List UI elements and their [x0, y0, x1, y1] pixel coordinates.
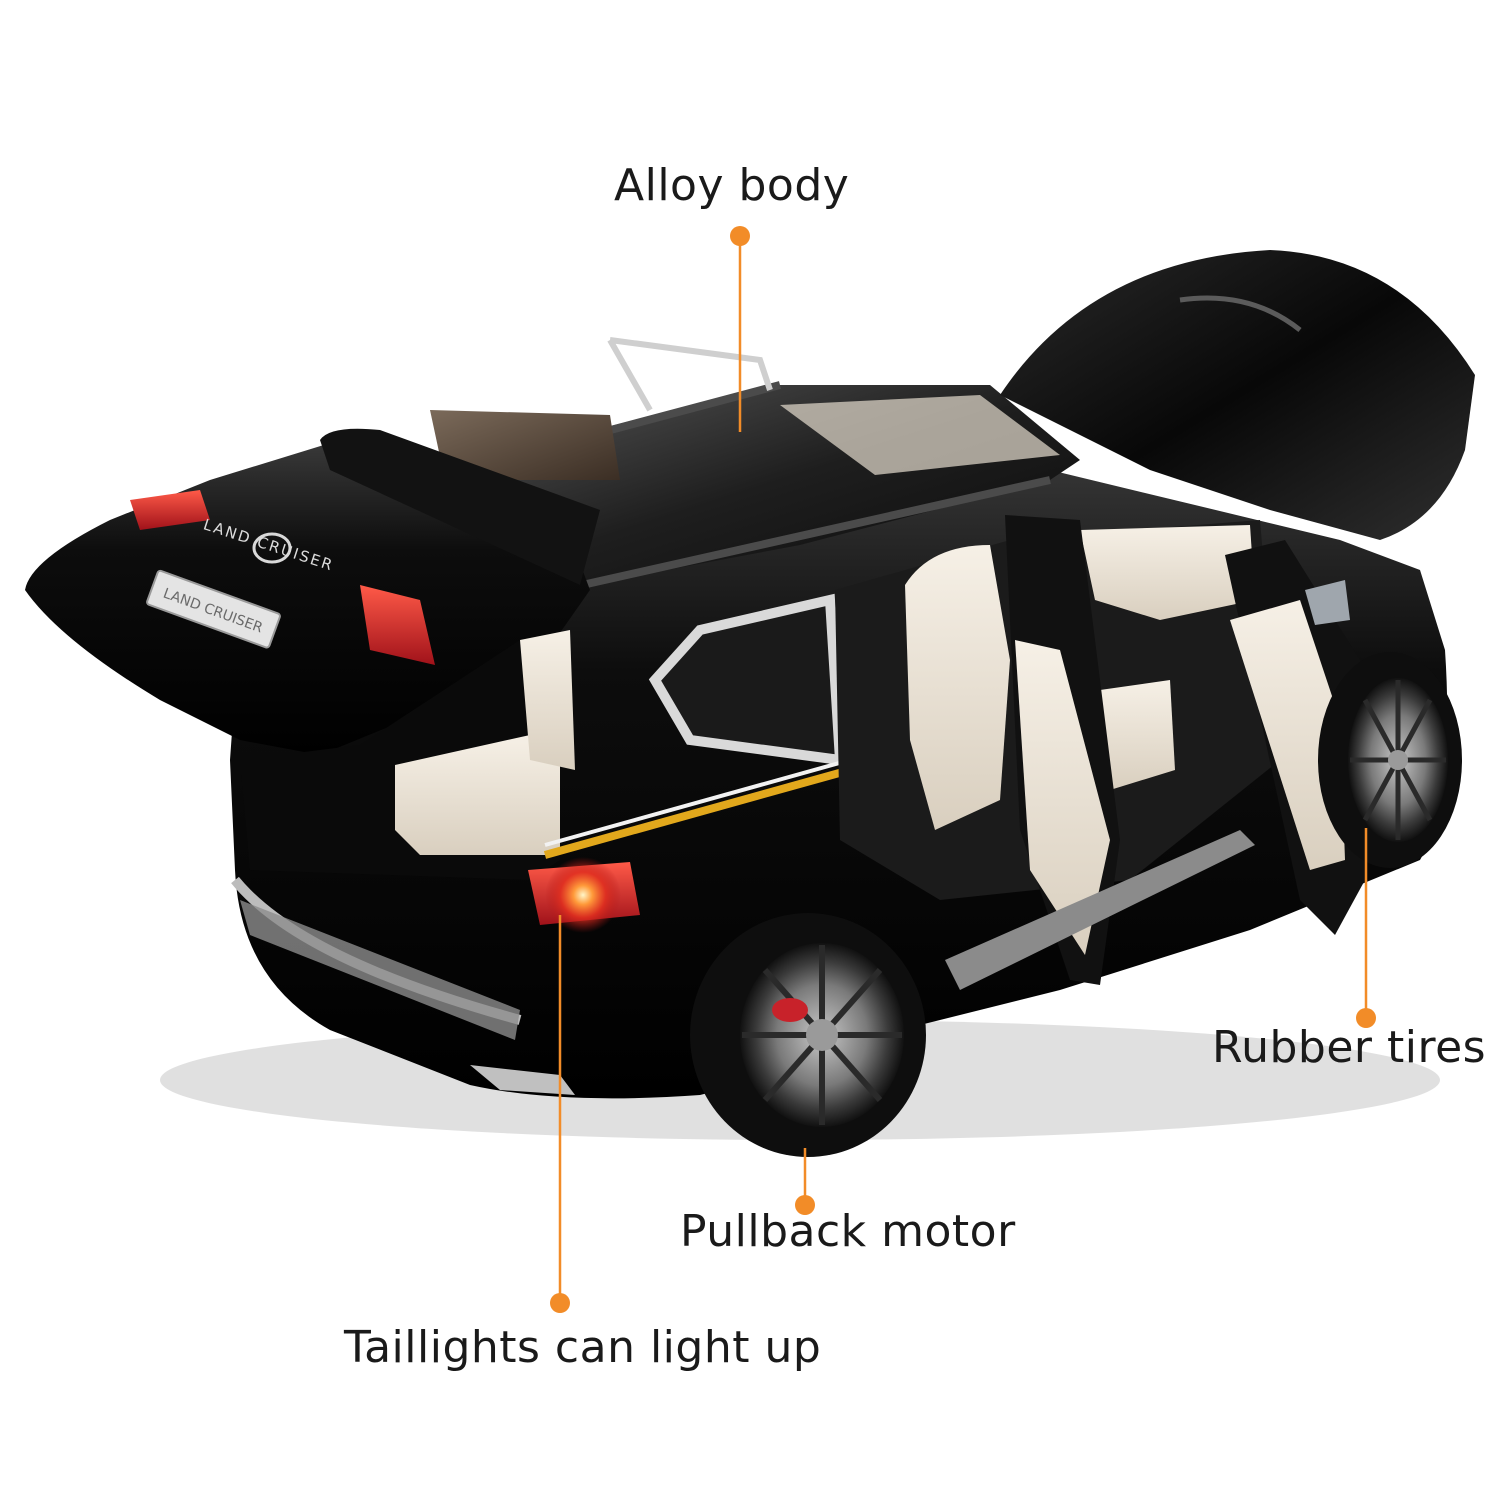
callout-dot-rubber [1356, 1008, 1376, 1028]
callout-rubber-tires: Rubber tires [1212, 1022, 1487, 1073]
callout-taillights: Taillights can light up [344, 1322, 822, 1373]
open-door-frame [607, 337, 773, 412]
rear-quarter-window [648, 593, 846, 766]
rear-bumper-accent [470, 1065, 575, 1095]
sunroof [780, 395, 1060, 475]
brand-emblem [252, 532, 292, 564]
callout-dot-alloy [730, 226, 750, 246]
cargo-seat [395, 735, 560, 855]
open-front-door-panel [1230, 600, 1345, 870]
cargo-seat-back [520, 630, 575, 770]
hood-highlight [1179, 295, 1302, 332]
rear-step-plate [240, 900, 520, 1040]
taillight-glow [545, 857, 621, 933]
headlight [1305, 580, 1350, 625]
gold-side-stripe [543, 766, 852, 859]
open-rear-door-panel [1015, 640, 1110, 955]
tailgate-light-right [360, 585, 435, 665]
tailgate-light-left [130, 490, 210, 530]
open-hood [1000, 250, 1475, 540]
front-seat [1080, 525, 1255, 620]
callout-pullback-motor: Pullback motor [680, 1206, 1016, 1257]
second-row-seat [905, 545, 1010, 830]
white-side-stripe [544, 758, 851, 847]
callout-alloy-body: Alloy body [614, 160, 850, 211]
console [1100, 680, 1175, 790]
front-wheel [1318, 652, 1462, 868]
running-board [945, 830, 1255, 990]
open-door-glass [430, 410, 620, 480]
rear-wheel [690, 913, 926, 1157]
spoiler [320, 428, 600, 585]
callout-dot-pullback [795, 1195, 815, 1215]
callout-dot-taillight [550, 1293, 570, 1313]
